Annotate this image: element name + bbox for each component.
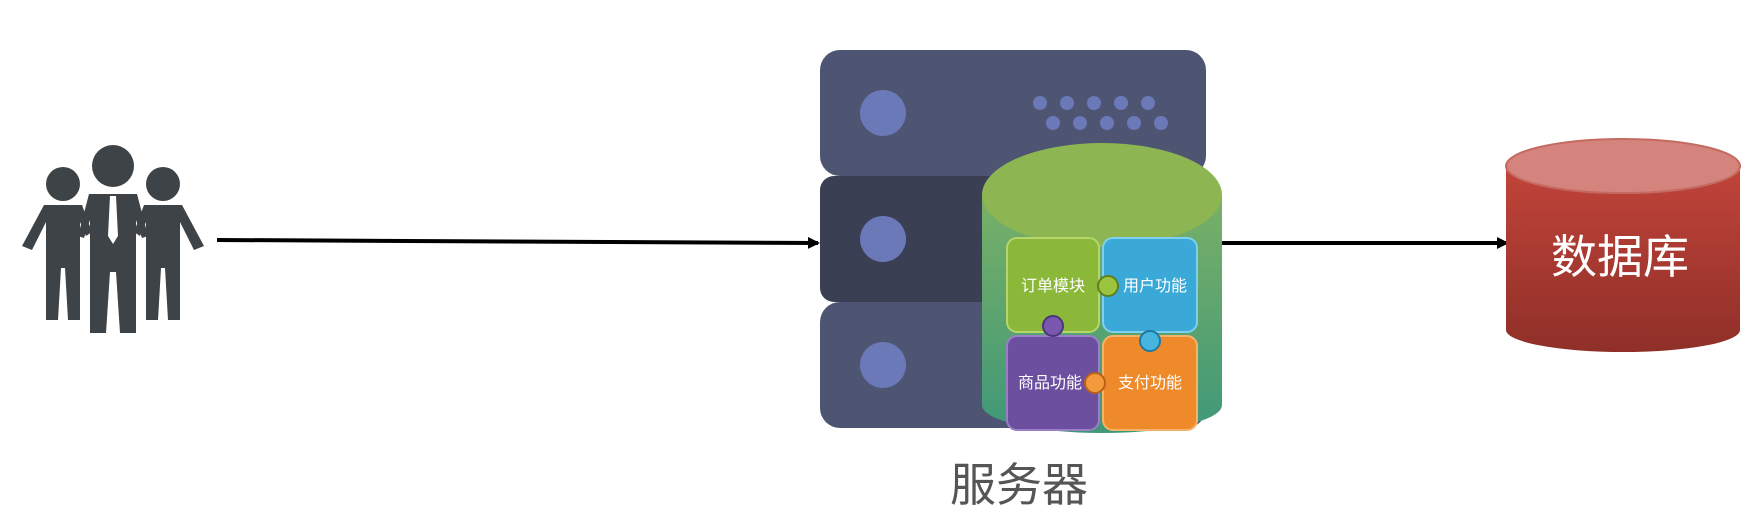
module-product: 商品功能 <box>1006 335 1100 431</box>
database-label: 数据库 <box>1551 230 1689 284</box>
server-label: 服务器 <box>950 458 1088 512</box>
module-payment-label: 支付功能 <box>1118 373 1182 392</box>
puzzle-knob <box>1139 330 1161 352</box>
puzzle-knob <box>1097 275 1119 297</box>
module-order-label: 订单模块 <box>1021 276 1085 295</box>
module-order: 订单模块 <box>1006 237 1100 333</box>
puzzle-knob <box>1084 372 1106 394</box>
module-user-label: 用户功能 <box>1123 276 1187 295</box>
arrow-users-to-server <box>216 236 820 249</box>
module-product-label: 商品功能 <box>1018 373 1082 392</box>
puzzle-knob <box>1042 315 1064 337</box>
database-cylinder: 数据库 <box>1505 138 1741 352</box>
users-group-icon <box>22 145 204 333</box>
